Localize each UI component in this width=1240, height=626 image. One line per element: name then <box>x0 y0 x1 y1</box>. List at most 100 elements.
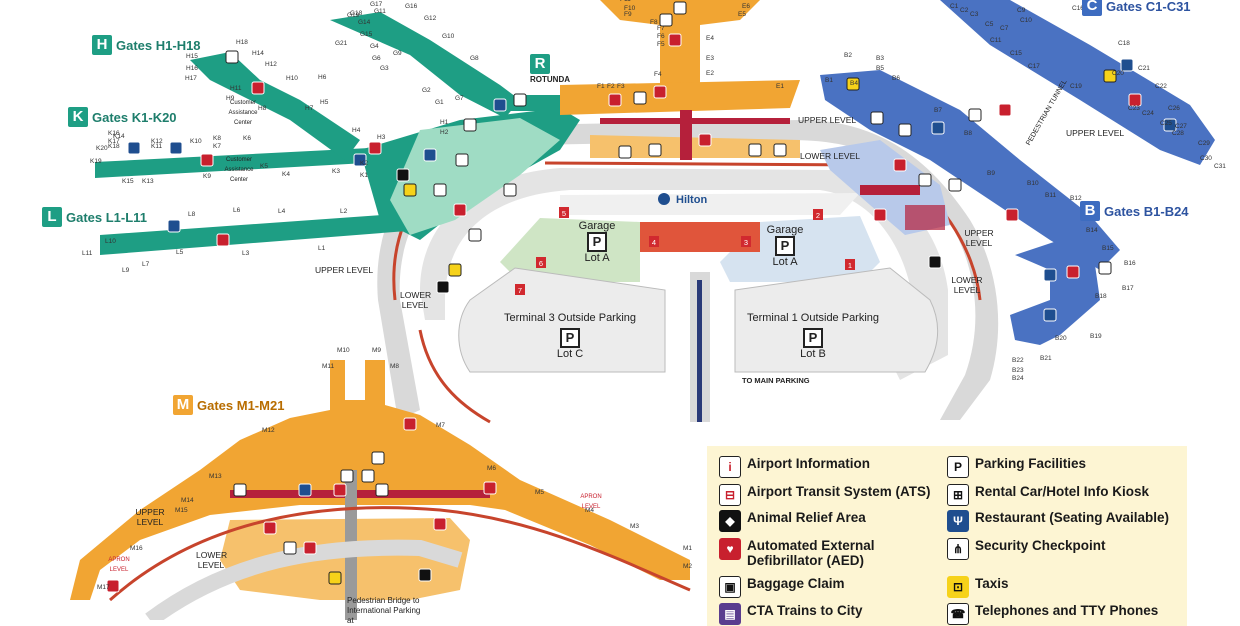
gate-number-b12: B12 <box>1070 195 1082 202</box>
gate-number-m5: M5 <box>535 489 544 496</box>
gate-number-l11: L11 <box>82 250 93 257</box>
legend-item: ⊟Airport Transit System (ATS) <box>719 484 939 506</box>
gate-number-c23: C23 <box>1128 105 1140 112</box>
gate-number-e1: E1 <box>776 83 784 90</box>
security-checkpoint-icon: ⋔ <box>947 538 969 560</box>
facility-icon <box>773 143 787 157</box>
gate-number-c28: C28 <box>1172 130 1184 137</box>
gate-number-h18: H18 <box>236 39 248 46</box>
facility-icon <box>513 93 527 107</box>
gate-number-k19: K19 <box>90 158 102 165</box>
gate-number-b3: B3 <box>876 55 884 62</box>
gate-number-c16: C16 <box>1072 5 1084 12</box>
facility-icon <box>698 133 712 147</box>
airport-information-icon: i <box>719 456 741 478</box>
gate-number-m9: M9 <box>372 347 381 354</box>
garage-right-label: Garage P Lot A <box>760 224 810 268</box>
gate-number-m6: M6 <box>487 465 496 472</box>
gate-number-l9: L9 <box>122 267 130 274</box>
gate-number-c9: C9 <box>1017 7 1026 14</box>
gate-number-k6: K6 <box>243 135 251 142</box>
garage-right-lot: Lot A <box>772 256 798 268</box>
facility-icon <box>333 483 347 497</box>
gate-number-k2: K2 <box>360 160 368 167</box>
gate-number-k17: K17 <box>108 138 120 145</box>
facility-icon <box>873 208 887 222</box>
gate-number-m8: M8 <box>390 363 399 370</box>
gate-number-h5: H5 <box>320 99 329 106</box>
m-upper-level-label: UPPER LEVEL <box>135 507 165 527</box>
gate-number-k10: K10 <box>190 138 202 145</box>
facility-icon <box>1098 261 1112 275</box>
facility-icon <box>375 483 389 497</box>
gate-number-k3: K3 <box>332 168 340 175</box>
gate-number-m11: M11 <box>322 363 335 370</box>
gate-number-m7: M7 <box>436 422 445 429</box>
gate-b-letter: B <box>1080 201 1100 221</box>
facility-icon <box>1120 58 1134 72</box>
gate-number-e2: E2 <box>706 70 714 77</box>
gate-number-b23: B23 <box>1012 367 1024 374</box>
gate-number-g10: G10 <box>442 33 455 40</box>
gate-number-k5: K5 <box>260 163 268 170</box>
garage-marker-5 <box>559 207 569 218</box>
gate-number-g15: G15 <box>360 31 373 38</box>
gate-number-k16: K16 <box>108 130 120 137</box>
facility-icon <box>167 219 181 233</box>
legend-item-label: Telephones and TTY Phones <box>975 603 1159 618</box>
gate-number-f5: F5 <box>657 41 665 48</box>
gate-number-b2: B2 <box>844 52 852 59</box>
facility-icon <box>648 143 662 157</box>
garage-left-label: Garage P Lot A <box>572 220 622 264</box>
garage-number-3: 3 <box>744 238 748 247</box>
gate-number-e5: E5 <box>738 11 746 18</box>
facility-icon <box>403 183 417 197</box>
gate-number-k7: K7 <box>213 143 221 150</box>
garage-marker-2 <box>813 209 823 220</box>
garage-number-1: 1 <box>848 261 852 270</box>
gate-h-label: Gates H1-H18 <box>116 37 201 53</box>
gate-number-m17: M17 <box>97 584 110 591</box>
facility-icon <box>998 103 1012 117</box>
garage-marker-3 <box>741 236 751 247</box>
gate-number-g21: G21 <box>335 40 348 47</box>
gate-number-m4: M4 <box>585 507 594 514</box>
gate-number-k13: K13 <box>142 178 154 185</box>
gate-number-f9: F9 <box>624 11 632 18</box>
gate-number-h9: H9 <box>226 95 235 102</box>
legend-item-label: Baggage Claim <box>747 576 845 591</box>
facility-icon <box>283 541 297 555</box>
t2-lower-level-label: LOWER LEVEL <box>800 151 860 161</box>
gate-number-h3: H3 <box>377 134 386 141</box>
t1-parking-icon: P <box>803 328 823 348</box>
garage-left-lot: Lot A <box>584 252 610 264</box>
gate-number-g11: G11 <box>374 8 386 15</box>
facility-icon <box>893 158 907 172</box>
facility-icon <box>328 571 342 585</box>
facility-icon <box>303 541 317 555</box>
gate-number-b9: B9 <box>987 170 995 177</box>
legend-item-label: Animal Relief Area <box>747 510 866 525</box>
terminal-5-concourses <box>70 360 691 620</box>
legend-item-label: Rental Car/Hotel Info Kiosk <box>975 484 1150 499</box>
customer-assistance-label-1: Customer Assistance Center <box>228 100 258 126</box>
rotunda-title: R ROTUNDA <box>530 54 570 84</box>
t3-parking-icon: P <box>560 328 580 348</box>
gate-number-c22: C22 <box>1155 83 1167 90</box>
gate-number-b21: B21 <box>1040 355 1052 362</box>
gate-number-c29: C29 <box>1198 140 1210 147</box>
facility-icon <box>298 483 312 497</box>
gate-area-k-title: K Gates K1-K20 <box>68 107 177 127</box>
facility-icon <box>127 141 141 155</box>
gate-number-m13: M13 <box>209 473 222 480</box>
gate-number-g9: G9 <box>393 50 402 57</box>
garage-number-2: 2 <box>816 211 820 220</box>
t3-parking-title: Terminal 3 Outside Parking <box>503 312 637 324</box>
facility-icon <box>968 108 982 122</box>
gate-number-g17: G17 <box>370 1 383 8</box>
animal-relief-icon: ◆ <box>719 510 741 532</box>
gate-number-c26: C26 <box>1168 105 1180 112</box>
facility-icon <box>608 93 622 107</box>
gate-number-f8: F8 <box>650 19 658 26</box>
terminal-1-concourses <box>820 0 1215 345</box>
